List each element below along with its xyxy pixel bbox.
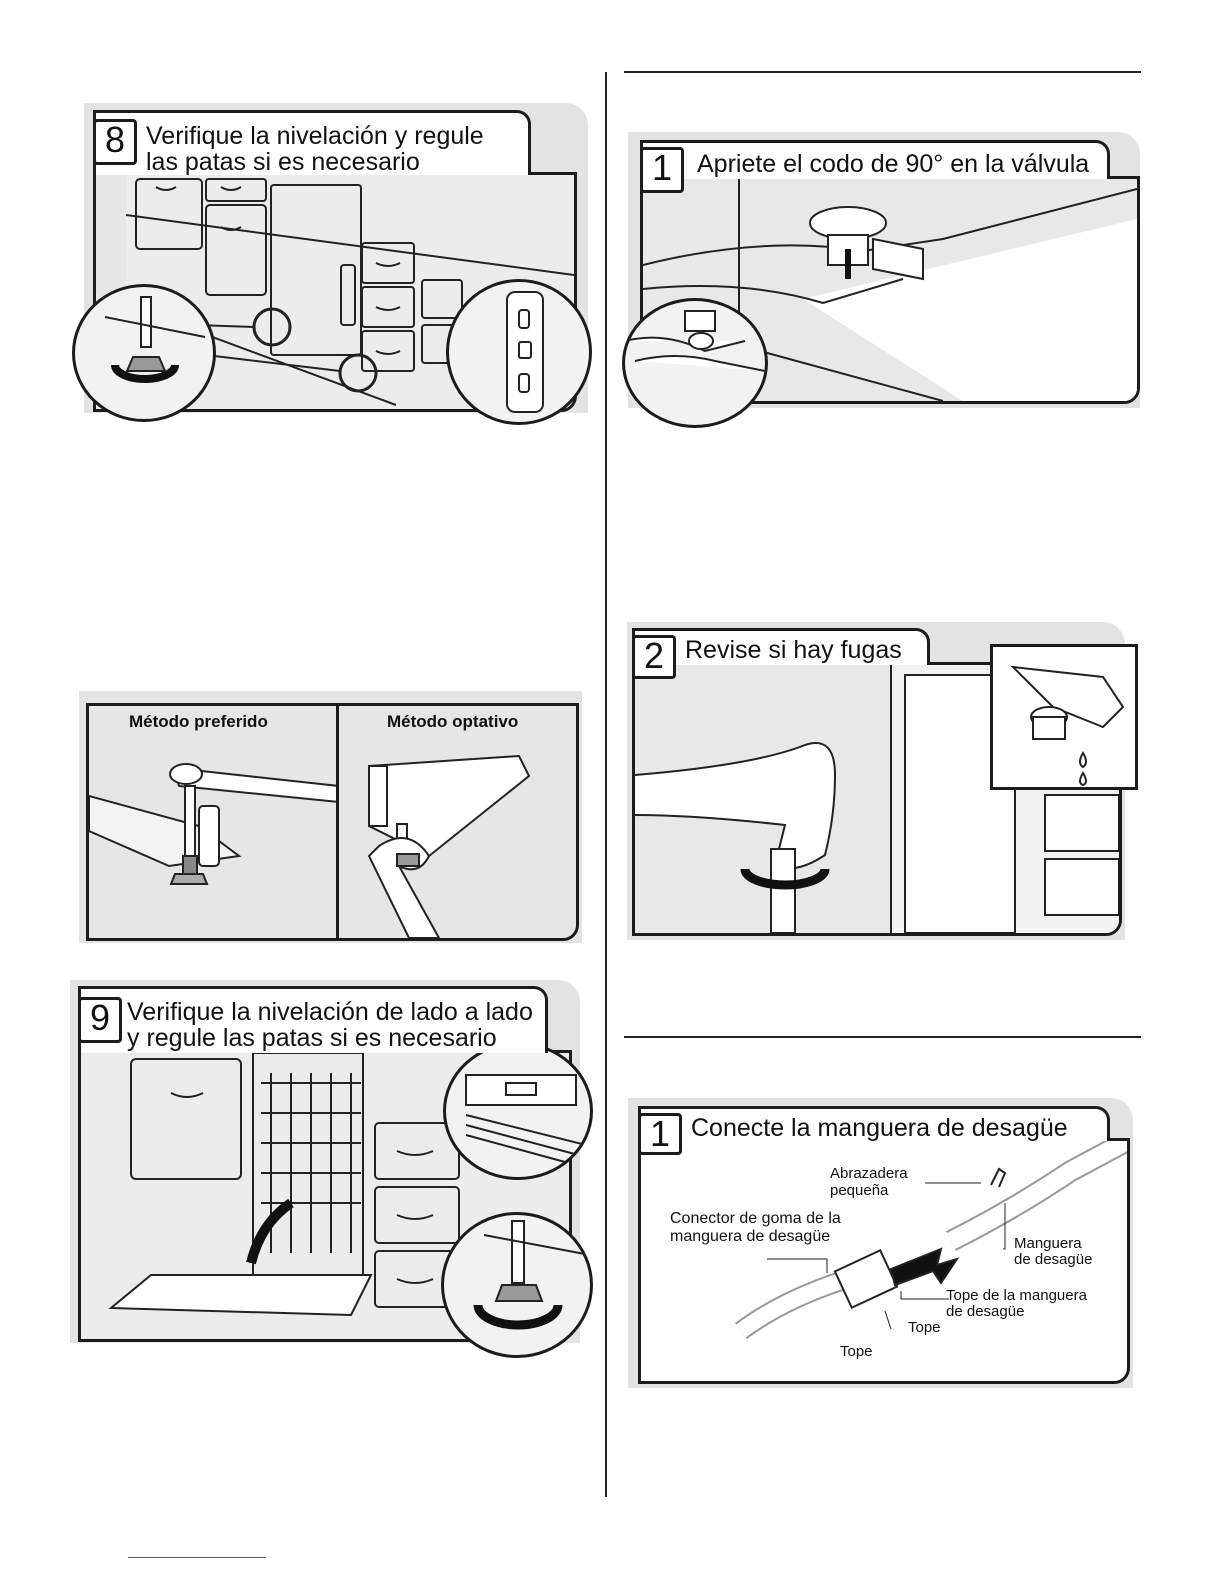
step-9-bottom-zoom (441, 1212, 593, 1358)
step-9-title-line1: Verifique la nivelación de lado a lado (127, 998, 533, 1026)
label-rubber-connector-2: manguera de desagüe (670, 1228, 831, 1245)
label-small-clamp-2: pequeña (830, 1182, 889, 1199)
method-optional-label: Método optativo (387, 712, 519, 731)
water-step-2-illustration (632, 662, 1122, 936)
step-8-left-zoom (72, 284, 216, 422)
label-stop-right: Tope (908, 1319, 941, 1336)
step-8-title-line2: las patas si es necesario (146, 148, 420, 176)
section-rule-top (624, 71, 1141, 73)
method-preferred-illustration: Método preferido (86, 703, 339, 941)
step-9-header: 9 Verifique la nivelación de lado a lado… (78, 986, 548, 1053)
drain-step-1-title: Conecte la manguera de desagüe (691, 1114, 1068, 1142)
step-9-title-line2: y regule las patas si es necesario (127, 1024, 497, 1052)
footer-rule (128, 1557, 266, 1558)
water-step-2-header: 2 Revise si hay fugas (632, 628, 930, 679)
water-step-1-title: Apriete el codo de 90° en la válvula (697, 150, 1090, 178)
label-rubber-connector-1: Conector de goma de la (670, 1210, 841, 1227)
water-step-2-number: 2 (632, 635, 676, 679)
method-optional-illustration: Método optativo (336, 703, 579, 941)
method-preferred-label: Método preferido (129, 712, 268, 731)
water-step-1-number: 1 (640, 147, 684, 193)
water-step-1-zoom (622, 298, 768, 428)
step-9-top-zoom (443, 1042, 593, 1180)
drain-step-1-number: 1 (638, 1113, 682, 1155)
water-step-1-header: 1 Apriete el codo de 90° en la válvula (640, 140, 1110, 193)
water-step-2-zoom (990, 644, 1138, 790)
label-hose-stop-2: de desagüe (946, 1303, 1025, 1320)
label-hose-1: Manguera (1014, 1235, 1082, 1252)
step-8-header: 8 Verifique la nivelación y regule las p… (93, 110, 531, 175)
label-hose-stop-1: Tope de la manguera (946, 1287, 1087, 1304)
drain-step-1-header: 1 Conecte la manguera de desagüe (638, 1106, 1110, 1155)
column-divider (605, 72, 607, 1497)
step-9-number: 9 (78, 997, 122, 1043)
section-rule-middle (624, 1036, 1141, 1038)
water-step-2-title: Revise si hay fugas (685, 636, 902, 664)
step-8-number: 8 (93, 119, 137, 165)
step-8-title-line1: Verifique la nivelación y regule (146, 122, 484, 150)
water-step-1-illustration (640, 176, 1140, 404)
step-8-right-zoom (446, 279, 592, 425)
label-small-clamp-1: Abrazadera (830, 1165, 908, 1182)
label-stop-bottom: Tope (840, 1343, 873, 1360)
label-hose-2: de desagüe (1014, 1251, 1093, 1268)
